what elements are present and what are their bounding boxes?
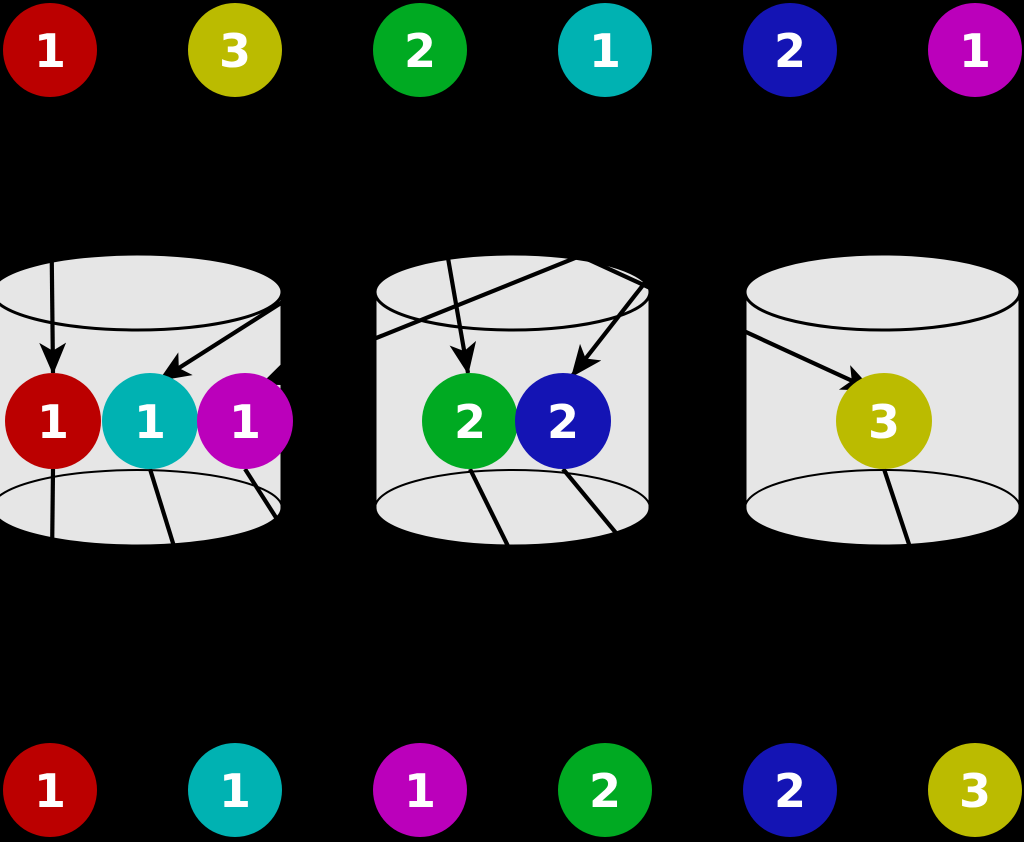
- ball-circle[interactable]: [558, 3, 652, 97]
- ball-label: 2: [454, 395, 486, 449]
- bucket-1-ball-3-magenta[interactable]: 1: [197, 373, 293, 469]
- ball-circle[interactable]: [558, 743, 652, 837]
- bucket-3-out-edges: [882, 468, 913, 548]
- ball-circle[interactable]: [373, 3, 467, 97]
- ball-label: 2: [547, 395, 579, 449]
- edge-red-to-bucket1: [39, 252, 67, 375]
- ball-label: 2: [404, 24, 436, 78]
- bucket-outlines: [0, 252, 1022, 548]
- edge-magenta-to-bucket1: [375, 252, 596, 341]
- input-item-5-blue[interactable]: 2: [743, 3, 837, 97]
- ball-circle[interactable]: [836, 373, 932, 469]
- outgoing-edges-layer: [50, 467, 913, 548]
- edge-olive-to-bucket3: [745, 329, 874, 392]
- ball-label: 1: [959, 24, 991, 78]
- bucket-2-ball-2-blue[interactable]: 2: [515, 373, 611, 469]
- input-row: 1 3 2 1 2 1: [3, 3, 1022, 97]
- edge-teal-to-bucket1: [158, 299, 282, 382]
- ball-circle[interactable]: [515, 373, 611, 469]
- edge-bucket1-magenta-out: [243, 467, 282, 531]
- ball-label: 1: [589, 24, 621, 78]
- ball-circle[interactable]: [5, 373, 101, 469]
- ball-label: 1: [134, 395, 166, 449]
- output-row: 1 1 1 2 2 3: [3, 743, 1022, 837]
- ball-label: 1: [34, 764, 66, 818]
- ball-label: 3: [959, 764, 991, 818]
- ball-circle[interactable]: [928, 743, 1022, 837]
- ball-label: 1: [34, 24, 66, 78]
- edge-bucket1-teal-out: [147, 468, 177, 548]
- bucket-3-ball-1-olive[interactable]: 3: [836, 373, 932, 469]
- ball-label: 2: [774, 764, 806, 818]
- ball-circle[interactable]: [743, 3, 837, 97]
- ball-circle[interactable]: [3, 743, 97, 837]
- input-item-1-red[interactable]: 1: [3, 3, 97, 97]
- bucket-3-outline: [743, 252, 1022, 548]
- ball-label: 1: [219, 764, 251, 818]
- ball-circle[interactable]: [188, 3, 282, 97]
- edge-bucket2-blue-out: [561, 467, 632, 548]
- bucket-2-ball-1-green[interactable]: 2: [422, 373, 518, 469]
- bucket-1-ball-2-teal[interactable]: 1: [102, 373, 198, 469]
- input-item-3-green[interactable]: 2: [373, 3, 467, 97]
- bucket-1-ball-1-red[interactable]: 1: [5, 373, 101, 469]
- ball-label: 3: [868, 395, 900, 449]
- output-item-4-green[interactable]: 2: [558, 743, 652, 837]
- bucket-2-outline: [373, 252, 652, 548]
- input-item-6-magenta[interactable]: 1: [928, 3, 1022, 97]
- ball-circle[interactable]: [373, 743, 467, 837]
- ball-circle[interactable]: [928, 3, 1022, 97]
- bucket-3-balls: 3: [836, 373, 932, 469]
- ball-label: 2: [589, 764, 621, 818]
- ball-label: 1: [229, 395, 261, 449]
- edge-bucket2-green-out: [468, 468, 512, 548]
- output-item-1-red[interactable]: 1: [3, 743, 97, 837]
- ball-circle[interactable]: [197, 373, 293, 469]
- output-item-6-olive[interactable]: 3: [928, 743, 1022, 837]
- ball-circle[interactable]: [422, 373, 518, 469]
- bucket-1-in-edges: [39, 252, 282, 386]
- output-item-2-teal[interactable]: 1: [188, 743, 282, 837]
- ball-label: 3: [219, 24, 251, 78]
- ball-label: 1: [404, 764, 436, 818]
- bucket-2-out-edges: [468, 467, 632, 548]
- edge-blue-to-bucket2: [570, 272, 650, 378]
- ball-circle[interactable]: [188, 743, 282, 837]
- bucket-3: [745, 254, 1020, 546]
- ball-label: 1: [37, 395, 69, 449]
- ball-label: 2: [774, 24, 806, 78]
- edge-bucket1-red-out: [50, 468, 56, 548]
- ball-circle[interactable]: [743, 743, 837, 837]
- input-item-2-olive[interactable]: 3: [188, 3, 282, 97]
- bucket-3-in-edges: [745, 329, 874, 392]
- output-item-5-blue[interactable]: 2: [743, 743, 837, 837]
- output-item-3-magenta[interactable]: 1: [373, 743, 467, 837]
- ball-circle[interactable]: [3, 3, 97, 97]
- ball-circle[interactable]: [102, 373, 198, 469]
- input-item-4-teal[interactable]: 1: [558, 3, 652, 97]
- bucket-1-balls: 1 1 1: [5, 373, 293, 469]
- edge-bucket3-olive-out: [882, 468, 913, 548]
- bucket-1-out-edges: [50, 467, 282, 548]
